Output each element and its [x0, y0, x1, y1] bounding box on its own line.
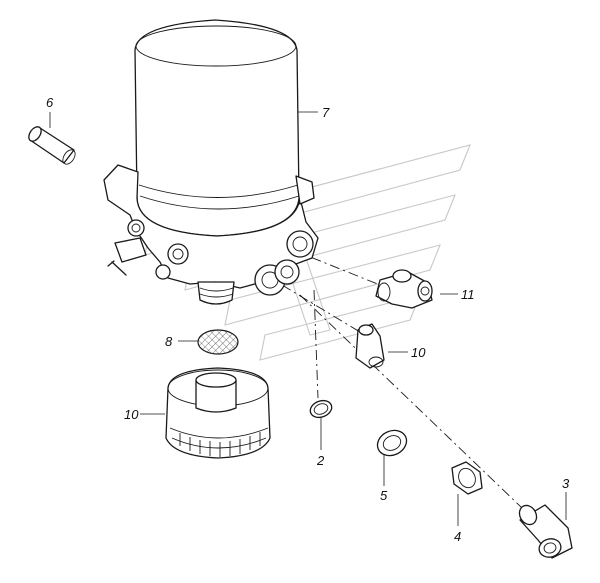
fitting-10: [355, 323, 385, 369]
elbow-fitting: [518, 504, 573, 559]
hex-nut: [451, 461, 483, 495]
callout-10-upper: 10: [411, 345, 426, 360]
dryer-cartridge: [134, 19, 300, 237]
callout-6: 6: [46, 95, 54, 110]
callout-4: 4: [454, 529, 461, 544]
pin-part: [28, 126, 76, 165]
leader-lines: [49, 111, 567, 526]
filter-housing: [165, 367, 271, 459]
callout-7: 7: [322, 105, 330, 120]
fitting-11: [375, 269, 433, 309]
callout-labels: 6 7 11 10 8 10 2 5 4 3: [46, 95, 570, 544]
dryer-housing: [103, 164, 319, 305]
callout-5: 5: [380, 488, 388, 503]
washer: [376, 429, 408, 457]
callout-3: 3: [562, 476, 570, 491]
filter-mesh: [197, 329, 239, 355]
callout-10-lower: 10: [124, 407, 139, 422]
callout-11: 11: [461, 287, 475, 302]
o-ring: [309, 399, 333, 419]
callout-8: 8: [165, 334, 173, 349]
callout-2: 2: [316, 453, 325, 468]
